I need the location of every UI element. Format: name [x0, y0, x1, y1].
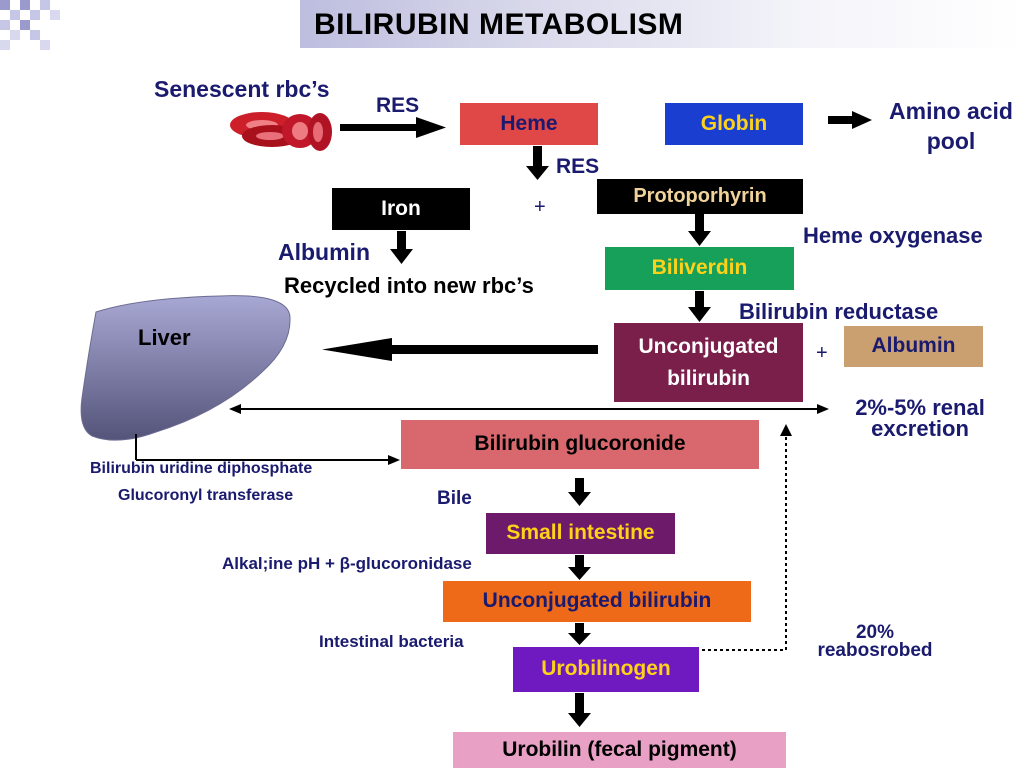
arrow-liver-to-glucoronide	[135, 434, 400, 465]
label-res-2: RES	[556, 155, 600, 178]
label-bilirubin-reductase: Bilirubin reductase	[739, 299, 939, 324]
label-enzyme-udp: Bilirubin uridine diphosphate	[90, 460, 313, 477]
label-liver: Liver	[138, 325, 191, 350]
box-albumin: Albumin	[844, 326, 983, 367]
label-amino-acid-pool: Amino acid pool	[889, 98, 1013, 154]
label-recycled: Recycled into new rbc’s	[284, 273, 534, 298]
arrow-iron-down	[390, 231, 413, 264]
box-iron: Iron	[332, 188, 470, 230]
arrow-double-horizontal	[229, 404, 829, 414]
plus-sign-iron: +	[534, 196, 546, 218]
box-bilirubin-glucoronide: Bilirubin glucoronide	[401, 420, 759, 469]
label-reabsorbed: 20% reabosrobed	[817, 622, 933, 662]
label-res-1: RES	[376, 94, 420, 117]
box-protoporphyrin: Protoporhyrin	[597, 179, 803, 214]
label-bile: Bile	[437, 488, 472, 509]
arrow-glucoronide-down	[568, 478, 591, 506]
box-globin: Globin	[665, 103, 803, 145]
arrow-globin-to-amino	[828, 111, 872, 129]
box-urobilinogen: Urobilinogen	[513, 647, 699, 692]
liver-shape	[80, 295, 291, 441]
box-biliverdin: Biliverdin	[605, 247, 794, 290]
arrow-to-liver	[322, 338, 598, 361]
arrow-urobilinogen-down	[568, 693, 591, 727]
rbc-cluster-icon	[230, 112, 332, 151]
box-unconjugated-bilirubin: Unconjugated bilirubin	[614, 323, 803, 402]
arrow-heme-down	[526, 146, 549, 180]
label-renal-excretion: 2%-5% renal excretion	[855, 395, 985, 441]
box-heme: Heme	[460, 103, 598, 145]
box-unconjugated-bilirubin-2: Unconjugated bilirubin	[443, 581, 751, 622]
label-intestinal-bacteria: Intestinal bacteria	[319, 632, 464, 651]
title-band	[300, 0, 1024, 48]
arrow-rbc-to-heme	[340, 117, 446, 138]
corner-decoration	[0, 0, 60, 50]
arrow-protoporphyrin-down	[688, 214, 711, 246]
box-small-intestine: Small intestine	[486, 513, 675, 554]
arrow-unconj-down	[568, 623, 591, 645]
arrow-intestine-down	[568, 555, 591, 580]
diagram-title: BILIRUBIN METABOLISM	[314, 8, 684, 41]
plus-sign-albumin: +	[816, 342, 828, 364]
label-senescent-rbcs: Senescent rbc’s	[154, 76, 330, 102]
label-albumin-iron: Albumin	[278, 239, 370, 265]
label-enzyme-transferase: Glucoronyl transferase	[118, 487, 294, 504]
label-alkaline-ph: Alkal;ine pH + β-glucoronidase	[222, 554, 472, 573]
label-heme-oxygenase: Heme oxygenase	[803, 223, 983, 248]
arrow-biliverdin-down	[688, 291, 711, 322]
box-urobilin: Urobilin (fecal pigment)	[453, 732, 786, 768]
